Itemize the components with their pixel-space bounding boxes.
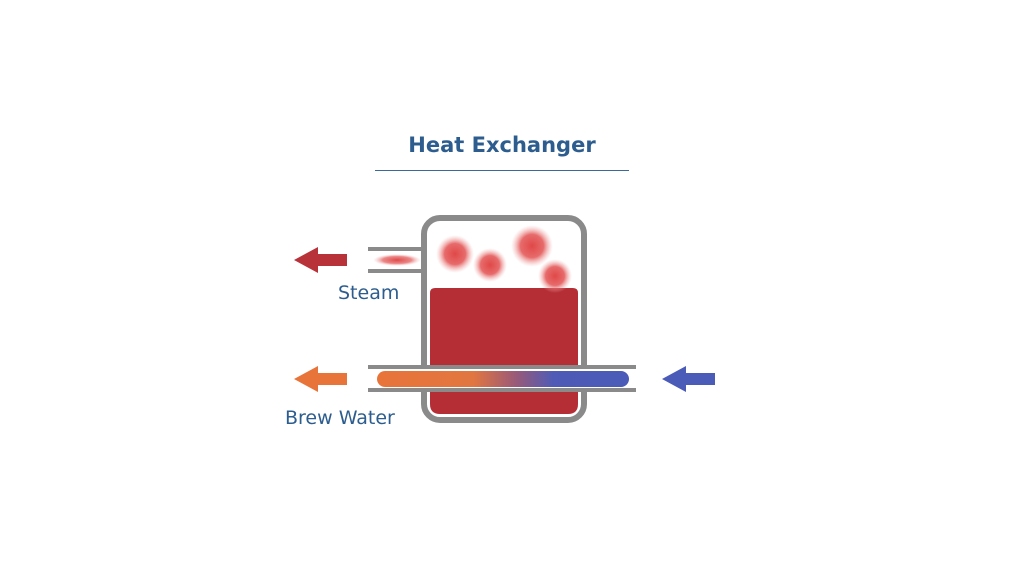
steam-bubble (511, 225, 553, 267)
diagram-title: Heat Exchanger (408, 133, 596, 157)
steam-jet (373, 254, 421, 266)
steam-outlet-pipe (368, 247, 424, 273)
steam-bubble (473, 248, 507, 282)
heat-exchanger-tube (368, 365, 636, 392)
brew-out-arrow-icon (294, 366, 347, 392)
steam-out-arrow-icon (294, 247, 347, 273)
steam-label: Steam (338, 282, 400, 304)
title-underline (375, 170, 629, 171)
steam-bubble (436, 235, 474, 273)
brew-water-flow (377, 371, 629, 387)
steam-bubble (538, 259, 572, 293)
cold-in-arrow-icon (662, 366, 715, 392)
steam-bubbles (436, 225, 572, 293)
boiler-water (430, 288, 578, 414)
brew-water-label: Brew Water (285, 407, 395, 429)
